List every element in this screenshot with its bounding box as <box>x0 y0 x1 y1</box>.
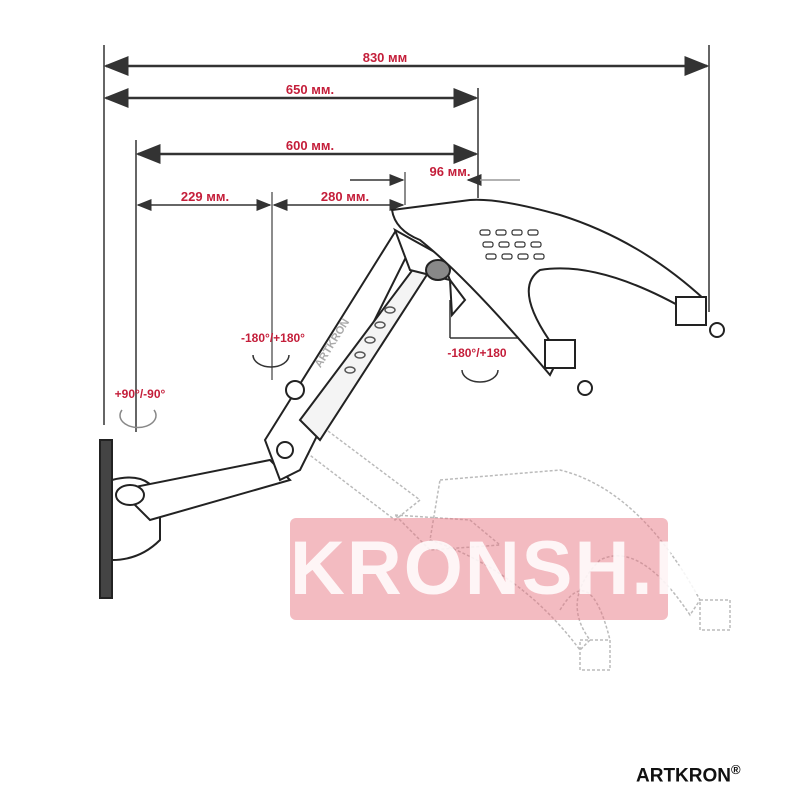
dim-229-label: 229 мм. <box>181 189 229 204</box>
dim-600-label: 600 мм. <box>286 138 334 153</box>
dim-280-label: 280 мм. <box>321 189 369 204</box>
watermark-text: KRONSH.RU <box>290 526 769 611</box>
registered-mark: ® <box>731 762 741 777</box>
tray-clamp <box>675 296 707 326</box>
dim-830-label: 830 мм <box>363 50 408 65</box>
wall-arm <box>99 227 452 599</box>
brand-name: ARTKRON <box>636 765 731 787</box>
laptop-tray <box>390 198 725 396</box>
wall-plate <box>99 439 113 599</box>
rotation-elbow-label: -180°/+180° <box>241 331 305 345</box>
brand-logo: ARTKRON® <box>636 762 741 787</box>
tray-vents <box>479 229 545 260</box>
rotation-tray-label: -180°/+180 <box>447 346 507 360</box>
dim-96-label: 96 мм. <box>430 164 471 179</box>
rotate-arrow-icon <box>461 369 499 383</box>
rotate-arrow-icon <box>119 409 157 429</box>
rotation-arrows <box>119 300 520 429</box>
rotation-wall-label: +90°/-90° <box>115 387 166 401</box>
dimension-lines <box>103 56 710 211</box>
arm-slots <box>344 306 396 374</box>
rotate-arrow-icon <box>252 354 290 368</box>
dim-650-label: 650 мм. <box>286 82 334 97</box>
tray-clamp <box>544 339 576 369</box>
watermark-box <box>290 518 668 620</box>
